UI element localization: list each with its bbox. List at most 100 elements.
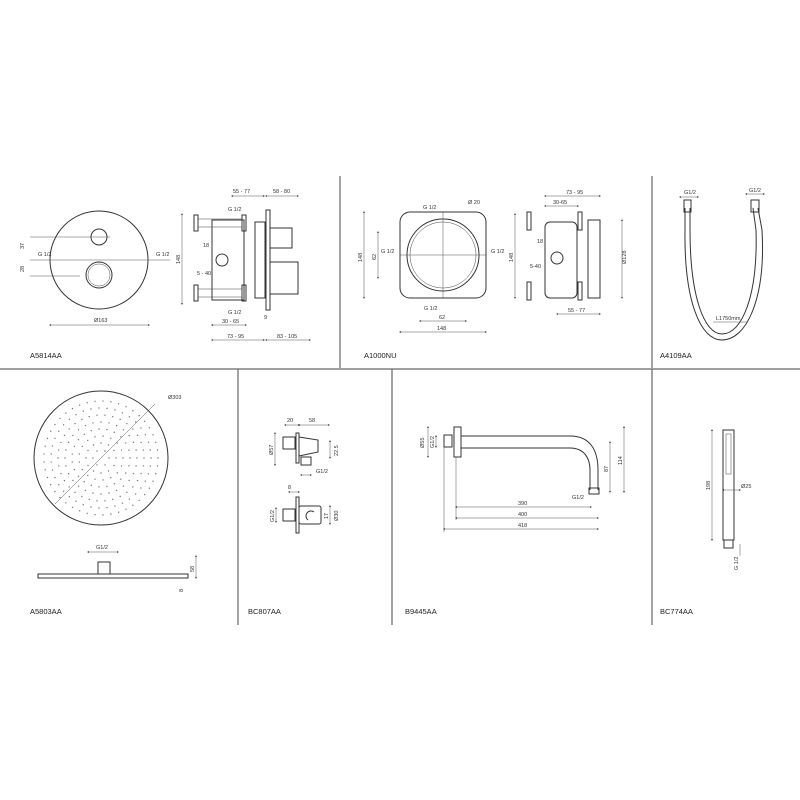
nozzle-dot — [90, 408, 92, 410]
nozzle-dot — [122, 429, 125, 431]
dim-label: G 1/2 — [381, 249, 394, 255]
nozzle-dot — [96, 450, 98, 452]
nozzle-dot — [43, 461, 45, 463]
nozzle-dot — [110, 401, 112, 403]
dim-label: 73 - 95 — [566, 190, 583, 196]
nozzle-dot — [115, 424, 118, 427]
nozzle-dot — [51, 469, 54, 471]
nozzle-dot — [102, 435, 104, 437]
nozzle-dot — [128, 434, 130, 437]
nozzle-dot — [143, 457, 145, 459]
nozzle-dot — [128, 449, 130, 451]
nozzle-dot — [94, 436, 96, 438]
nozzle-dot — [84, 489, 87, 492]
nozzle-dot — [87, 439, 89, 442]
nozzle-dot — [50, 453, 52, 455]
nozzle-dot — [135, 449, 137, 451]
dim-label: 8 — [288, 485, 291, 491]
dim-label: 18 — [203, 243, 209, 249]
panel-a5803aa: Ø303 G1/2 58 8 A5803AA — [30, 390, 197, 616]
dim-label: G1/2 — [270, 510, 276, 522]
nozzle-dot — [81, 495, 83, 498]
dim-label: 148 — [358, 253, 364, 262]
nozzle-dot — [58, 484, 60, 486]
dim-label: 17 — [324, 513, 330, 519]
dim-label: G1/2 — [316, 469, 328, 475]
dim-label: Ø128 — [622, 251, 628, 264]
nozzle-dot — [90, 484, 92, 487]
installation-box-side-view — [514, 195, 623, 315]
nozzle-dot — [147, 473, 150, 475]
dim-label: G 1/2 — [491, 249, 504, 255]
nozzle-dot — [138, 414, 140, 417]
nozzle-dot — [122, 457, 124, 459]
nozzle-dot — [74, 422, 76, 425]
dim-label: 114 — [618, 456, 624, 465]
nozzle-dot — [135, 465, 137, 467]
nozzle-dot — [68, 418, 71, 420]
nozzle-dot — [126, 491, 128, 494]
nozzle-dot — [84, 424, 87, 427]
nozzle-dot — [128, 465, 130, 467]
dim-label: G 1/2 — [228, 310, 241, 316]
nozzle-dot — [78, 453, 81, 455]
wall-outlet-with-holder — [274, 424, 331, 476]
nozzle-dot — [110, 476, 112, 479]
nozzle-dot — [77, 485, 80, 487]
nozzle-dot — [62, 424, 65, 426]
nozzle-dot — [43, 453, 45, 455]
panel-bc774aa: 198 Ø25 G 1/2 BC774AA — [660, 429, 751, 616]
product-code: A5803AA — [30, 607, 62, 616]
nozzle-dot — [142, 465, 144, 467]
nozzle-dot — [155, 473, 157, 475]
rain-shower-head-side-view — [37, 551, 197, 579]
nozzle-dot — [102, 400, 104, 402]
nozzle-dot — [125, 508, 127, 510]
nozzle-dot — [104, 450, 106, 452]
nozzle-dot — [54, 437, 56, 440]
nozzle-dot — [132, 410, 134, 412]
nozzle-dot — [83, 480, 85, 483]
nozzle-dot — [98, 407, 100, 409]
dim-label: 22.5 — [334, 445, 340, 456]
nozzle-dot — [112, 498, 114, 501]
nozzle-dot — [102, 514, 104, 516]
dim-label: G 1/2 — [423, 205, 436, 211]
nozzle-dot — [108, 492, 110, 494]
nozzle-dot — [86, 401, 88, 404]
nozzle-dot — [44, 445, 46, 447]
nozzle-dot — [144, 480, 146, 482]
nozzle-dot — [96, 500, 98, 502]
nozzle-dot — [150, 457, 152, 459]
nozzle-dot — [157, 457, 159, 459]
nozzle-dot — [152, 434, 154, 436]
nozzle-dot — [92, 444, 95, 446]
nozzle-dot — [100, 421, 102, 423]
wall-holder — [275, 491, 331, 534]
nozzle-dot — [115, 489, 118, 492]
hand-shower — [711, 429, 741, 556]
nozzle-dot — [104, 500, 106, 502]
nozzle-dot — [106, 407, 108, 410]
nozzle-dot — [100, 472, 102, 474]
panel-dividers — [0, 176, 800, 625]
nozzle-dot — [128, 498, 131, 500]
nozzle-dot — [46, 476, 49, 479]
nozzle-dot — [82, 410, 84, 412]
nozzle-dot — [102, 479, 104, 481]
nozzle-dot — [74, 491, 76, 494]
nozzle-dot — [83, 433, 85, 436]
nozzle-dot — [136, 479, 139, 482]
nozzle-dot — [58, 430, 60, 432]
nozzle-dot — [132, 441, 135, 444]
nozzle-dot — [112, 415, 114, 418]
nozzle-dot — [148, 487, 151, 489]
dim-label: G 1/2 — [156, 252, 169, 258]
nozzle-dot — [68, 496, 71, 498]
nozzle-dot — [82, 504, 84, 506]
nozzle-dot — [65, 502, 67, 504]
nozzle-dot — [156, 465, 159, 467]
nozzle-dot — [59, 417, 61, 420]
nozzle-dot — [138, 499, 140, 502]
nozzle-dot — [120, 465, 123, 467]
